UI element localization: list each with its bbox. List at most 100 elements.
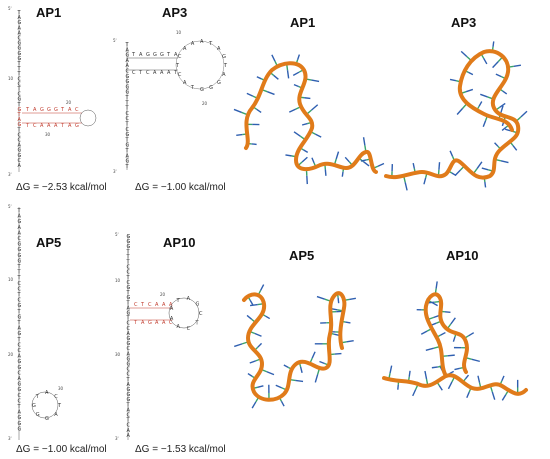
base-stick bbox=[334, 352, 342, 355]
ap3-nucleotide: G bbox=[126, 79, 130, 85]
ap3-nucleotide: T bbox=[125, 122, 130, 128]
base-stick bbox=[502, 90, 508, 95]
base-stick bbox=[465, 88, 474, 93]
ap10-nucleotide: T bbox=[126, 254, 131, 260]
base-stick bbox=[495, 73, 502, 78]
ap10-nucleotide: T bbox=[126, 377, 131, 383]
ap10-idx-5: 5' bbox=[115, 232, 119, 237]
base-stick bbox=[288, 108, 297, 113]
ap10-nucleotide: C bbox=[127, 265, 131, 271]
ap5-nucleotide: G bbox=[18, 247, 22, 253]
ap3-nucleotide: C bbox=[126, 111, 130, 117]
ap10-nucleotide: A bbox=[127, 305, 131, 311]
ap10-nucleotide: G bbox=[127, 244, 131, 250]
ap10-nucleotide: G bbox=[127, 295, 131, 301]
base-stick bbox=[471, 358, 480, 363]
ap5-nucleotide: G bbox=[18, 421, 22, 427]
ap3-idx-10: 10 bbox=[176, 30, 182, 35]
ap1-stem-nucleotide: A bbox=[40, 123, 44, 129]
ap1-nucleotide: C bbox=[18, 36, 22, 42]
base-stick bbox=[257, 342, 263, 348]
ap3-nucleotide: T bbox=[125, 137, 130, 143]
ap1-nucleotide: G bbox=[18, 51, 22, 57]
ap1-stem-nucleotide: T bbox=[25, 123, 30, 129]
ap3-nucleotide: G bbox=[126, 53, 130, 59]
ap5-model-title: AP5 bbox=[289, 248, 315, 263]
base-stick bbox=[482, 57, 488, 65]
ap3-nucleotide: A bbox=[126, 153, 130, 159]
base-stick bbox=[271, 54, 276, 62]
ap10-nucleotide: G bbox=[127, 362, 131, 368]
base-stick bbox=[249, 360, 257, 364]
ap10-nucleotide: C bbox=[127, 372, 131, 378]
ap3-loop-nucleotide: C bbox=[178, 72, 182, 78]
ap10-model-title: AP10 bbox=[446, 248, 479, 263]
ap5-nucleotide: T bbox=[17, 404, 22, 410]
base-stick bbox=[254, 332, 262, 337]
ap3-nucleotide: G bbox=[126, 132, 130, 138]
ap10-idx-3: 3' bbox=[115, 436, 119, 441]
ap5-nucleotide: A bbox=[18, 326, 22, 332]
ap1-nucleotide: G bbox=[18, 122, 22, 128]
ap3-nucleotide: A bbox=[126, 58, 130, 64]
base-stick bbox=[377, 162, 385, 167]
ap3-loop-nucleotide: G bbox=[200, 87, 204, 93]
ap10-nucleotide: G bbox=[127, 392, 131, 398]
ap1-stem-nucleotide: G bbox=[75, 123, 79, 129]
ap3-loop-nucleotide: A bbox=[222, 72, 226, 78]
ap10-nucleotide: T bbox=[126, 418, 131, 424]
ap1-nucleotide: T bbox=[17, 10, 22, 16]
ap3-nucleotide: C bbox=[126, 116, 130, 122]
ap10-nucleotide: T bbox=[126, 316, 131, 322]
ap3-stem-nucleotide: T bbox=[138, 70, 143, 76]
ap10-nucleotide: C bbox=[127, 346, 131, 352]
ap10-nucleotide: C bbox=[127, 321, 131, 327]
ap5-nucleotide: T bbox=[17, 309, 22, 315]
ap5-free-energy: ΔG = −1.00 kcal/mol bbox=[16, 444, 107, 455]
ap1-nucleotide: A bbox=[18, 117, 22, 123]
ap1-stem-nucleotide: G bbox=[40, 107, 44, 113]
base-stick bbox=[501, 375, 505, 382]
base-stick bbox=[431, 366, 438, 369]
ap1-nucleotide: C bbox=[18, 138, 22, 144]
ap10-nucleotide: G bbox=[127, 239, 131, 245]
base-stick bbox=[412, 389, 417, 397]
base-stick bbox=[234, 343, 243, 348]
ap5-loop-nucleotide: G bbox=[36, 412, 40, 418]
ap1-nucleotide: T bbox=[17, 71, 22, 77]
ap3-loop-nucleotide: T bbox=[175, 63, 180, 69]
base-stick bbox=[293, 84, 299, 88]
ap5-loop-nucleotide: T bbox=[35, 394, 40, 400]
ap3-loop-nucleotide: G bbox=[209, 85, 213, 91]
base-stick bbox=[324, 169, 327, 176]
base-stick bbox=[249, 303, 258, 307]
ap1-nucleotide: A bbox=[18, 30, 22, 36]
base-stick bbox=[257, 385, 264, 388]
base-stick bbox=[246, 92, 254, 97]
base-stick bbox=[314, 133, 322, 138]
ap10-stem-nucleotide: C bbox=[169, 320, 173, 326]
ap3-idx-3: 3' bbox=[113, 169, 117, 174]
ap10-nucleotide: G bbox=[127, 341, 131, 347]
ap10-loop-nucleotide: T bbox=[176, 298, 181, 304]
base-stick bbox=[492, 41, 495, 47]
ap5-idx-30: 30 bbox=[58, 386, 64, 391]
ap3-stem-nucleotide: A bbox=[160, 70, 164, 76]
base-stick bbox=[452, 336, 456, 342]
ap1-nucleotide: A bbox=[18, 25, 22, 31]
base-stick bbox=[438, 385, 443, 391]
base-stick bbox=[296, 54, 301, 60]
ap3-nucleotide: G bbox=[126, 84, 130, 90]
ap10-nucleotide: T bbox=[126, 402, 131, 408]
base-stick bbox=[420, 330, 428, 335]
ap5-nucleotide: T bbox=[17, 320, 22, 326]
ap5-nucleotide: T bbox=[17, 337, 22, 343]
ap10-nucleotide: C bbox=[127, 280, 131, 286]
ap1-title: AP1 bbox=[36, 5, 62, 20]
ap5-secondary-structure: TAGAACGGGGTTTCCTCGTGTAGTCCAGGCAGGCCTAGGG… bbox=[8, 204, 64, 441]
ap1-nucleotide: G bbox=[18, 148, 22, 154]
ap5-nucleotide: T bbox=[17, 292, 22, 298]
ap5-nucleotide: C bbox=[18, 298, 22, 304]
